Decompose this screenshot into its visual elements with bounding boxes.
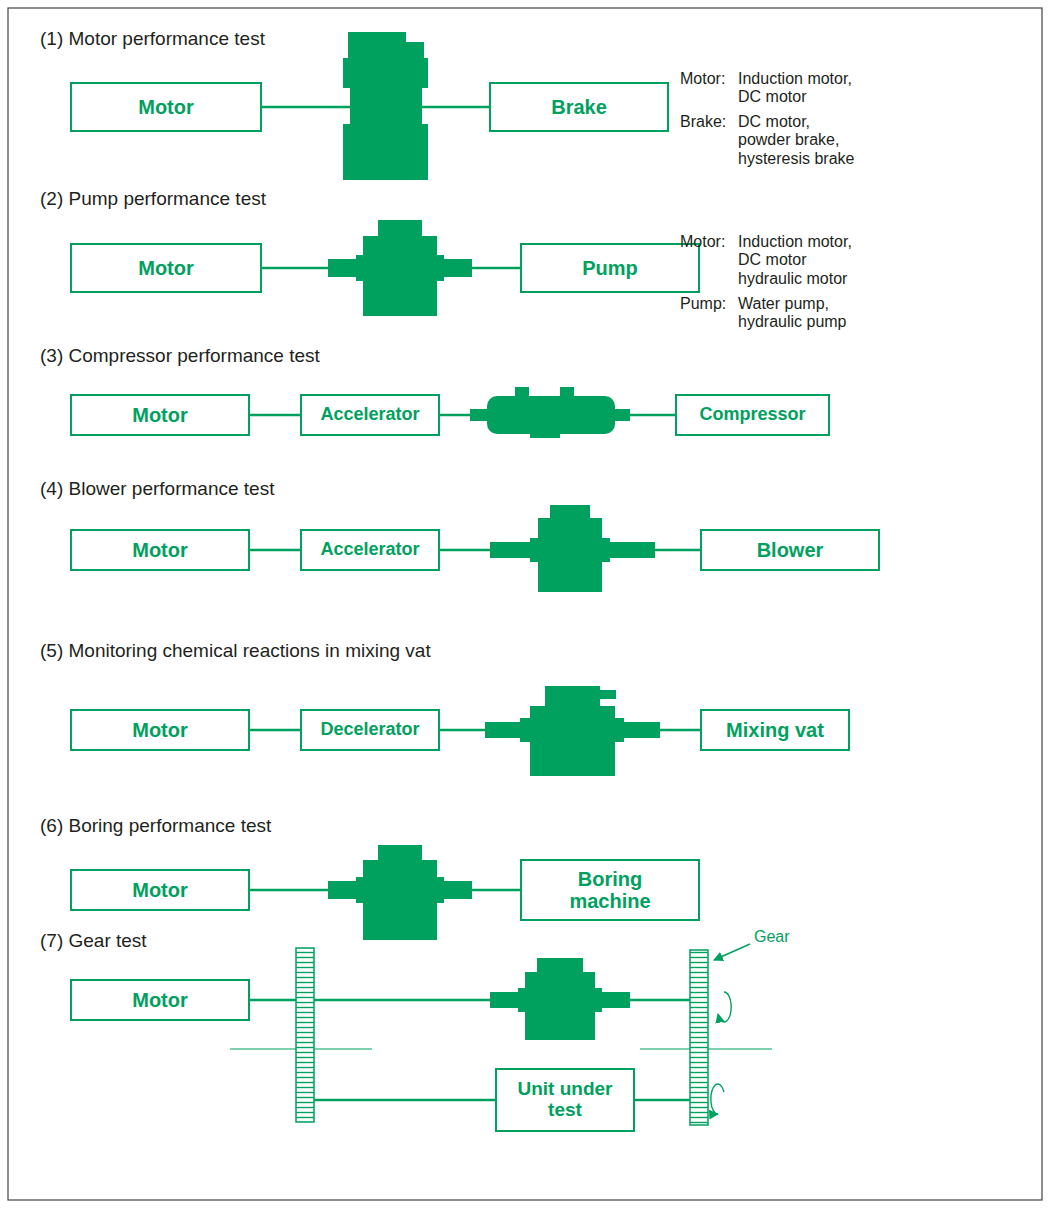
component-box: Motor [70, 709, 250, 751]
component-box: Blower [700, 529, 880, 571]
leader-line [714, 944, 750, 960]
component-box: Motor [70, 979, 250, 1021]
box-label: Compressor [699, 405, 805, 425]
gear [296, 948, 314, 1122]
torque-meter [343, 32, 428, 180]
component-box: Mixing vat [700, 709, 850, 751]
shaft-connector [440, 549, 700, 552]
box-label: Blower [757, 539, 824, 561]
component-box: Motor [70, 82, 262, 132]
note-text: Brake: [680, 113, 726, 131]
torque-meter [328, 220, 472, 316]
section-title: (1) Motor performance test [40, 28, 265, 50]
component-box: Motor [70, 869, 250, 911]
shaft-connector [250, 1000, 495, 1100]
section-title: (5) Monitoring chemical reactions in mix… [40, 640, 431, 662]
torque-meter [485, 686, 660, 776]
shaft-connector [250, 414, 300, 417]
box-label: Accelerator [320, 540, 419, 560]
note-text: Motor: [680, 70, 725, 88]
box-label: Boring machine [555, 868, 665, 912]
section-title: (2) Pump performance test [40, 188, 266, 210]
shaft-connector [250, 729, 300, 732]
torque-meter [470, 387, 630, 438]
box-label: Motor [132, 404, 188, 426]
section-title: (6) Boring performance test [40, 815, 271, 837]
note-text: Motor: [680, 233, 725, 251]
box-label: Decelerator [320, 720, 419, 740]
component-box: Boring machine [520, 859, 700, 921]
note-text: Pump: [680, 295, 726, 313]
box-label: Motor [132, 719, 188, 741]
note-text: Induction motor, DC motor [738, 70, 862, 107]
shaft-connector [250, 889, 520, 892]
box-label: Motor [132, 879, 188, 901]
section-title: (3) Compressor performance test [40, 345, 320, 367]
box-label: Motor [132, 989, 188, 1011]
note-text: Induction motor, DC motor hydraulic moto… [738, 233, 862, 288]
note-text: Water pump, hydraulic pump [738, 295, 862, 332]
component-box: Motor [70, 394, 250, 436]
component-box: Unit under test [495, 1068, 635, 1132]
part-name: Gear [754, 928, 790, 946]
shaft-connector [250, 549, 300, 552]
torque-meter [490, 505, 655, 592]
box-label: Unit under test [505, 1079, 625, 1121]
gear [690, 950, 708, 1125]
component-box: Pump [520, 243, 700, 293]
shaft-connector [262, 267, 520, 270]
component-box: Accelerator [300, 394, 440, 436]
note-text: DC motor, powder brake, hysteresis brake [738, 113, 862, 168]
shaft-connector [440, 414, 675, 417]
box-label: Motor [138, 96, 194, 118]
box-label: Motor [132, 539, 188, 561]
component-box: Brake [489, 82, 669, 132]
component-box: Motor [70, 243, 262, 293]
component-box: Compressor [675, 394, 830, 436]
component-box: Decelerator [300, 709, 440, 751]
box-label: Motor [138, 257, 194, 279]
frame [8, 8, 1042, 1200]
box-label: Accelerator [320, 405, 419, 425]
section-title: (4) Blower performance test [40, 478, 274, 500]
shaft-connector [262, 106, 489, 109]
component-box: Accelerator [300, 529, 440, 571]
box-label: Brake [551, 96, 607, 118]
box-label: Pump [582, 257, 638, 279]
section-title: (7) Gear test [40, 930, 147, 952]
component-box: Motor [70, 529, 250, 571]
torque-meter [328, 845, 472, 940]
box-label: Mixing vat [726, 719, 824, 741]
shaft-connector [440, 729, 700, 732]
